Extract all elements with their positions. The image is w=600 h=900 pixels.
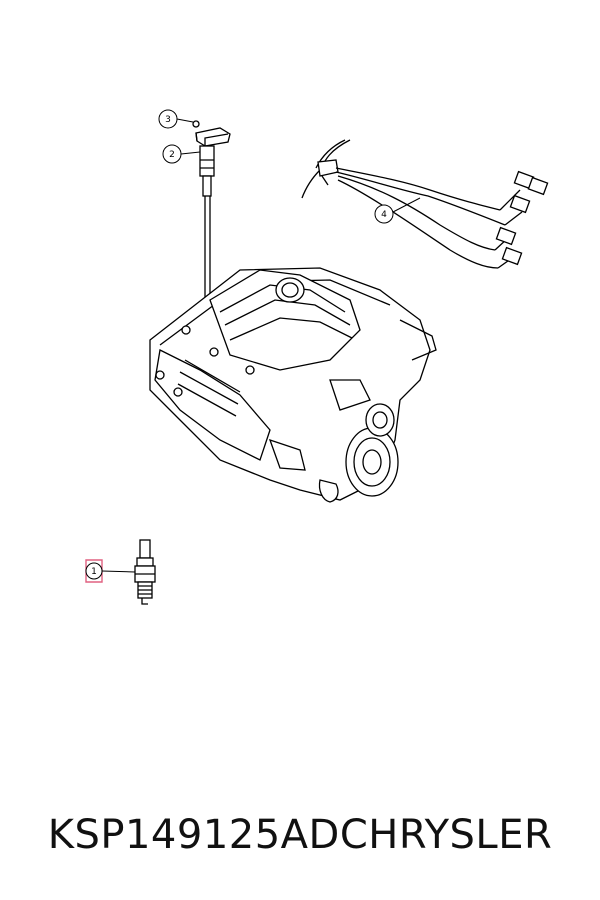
callout-2: 2: [162, 144, 201, 164]
callout-1: 1: [85, 559, 136, 583]
callout-3-label: 3: [165, 115, 171, 125]
wire-harness: [301, 139, 549, 269]
parts-diagram: 1 2 3 4: [85, 109, 549, 605]
callout-2-label: 2: [169, 150, 175, 160]
callout-4: 4: [374, 197, 421, 224]
part-caption: KSP149125AD CHRYSLER: [0, 800, 600, 870]
engine-assembly: [149, 267, 437, 503]
brand-name: CHRYSLER: [339, 812, 553, 858]
callout-1-label: 1: [91, 567, 97, 577]
callout-4-label: 4: [381, 210, 387, 220]
ignition-coil: [192, 120, 231, 300]
spark-plug: [134, 539, 156, 605]
part-number: KSP149125AD: [47, 812, 340, 858]
callout-3: 3: [158, 109, 194, 129]
